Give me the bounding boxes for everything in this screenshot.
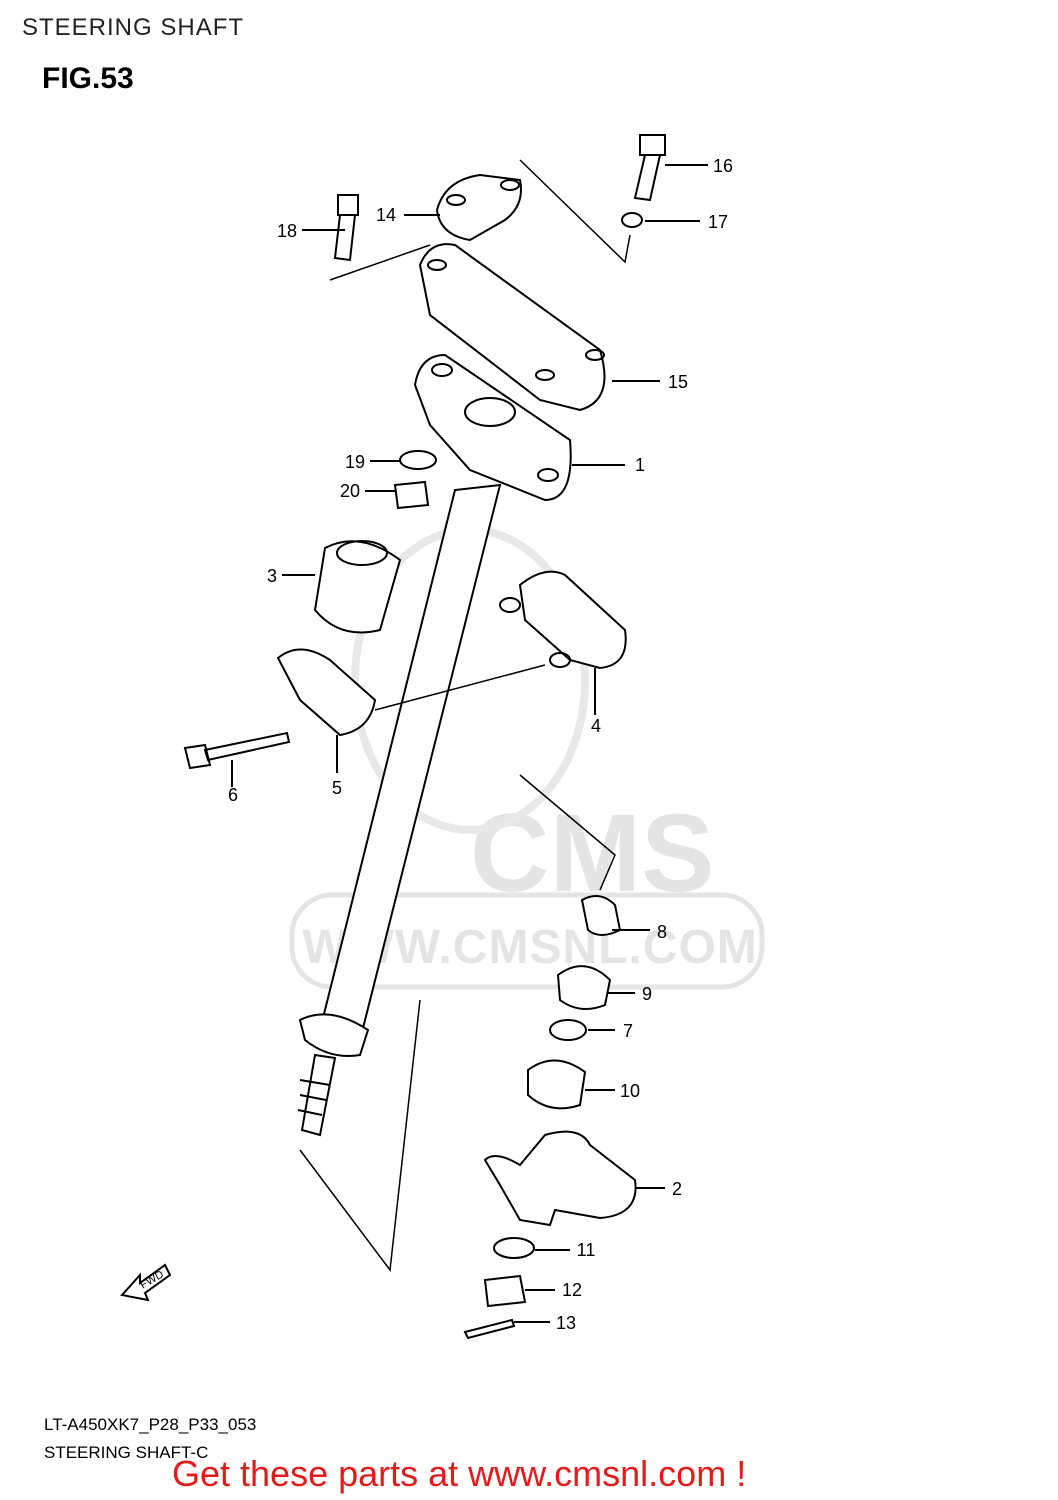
washer-11-part [493,1237,535,1259]
callout-19: 19 [344,452,366,472]
callout-20: 20 [339,481,361,501]
bushing-3-part [313,540,402,634]
fwd-arrow-icon [120,1263,172,1302]
callout-15: 15 [667,372,689,392]
parts-banner-link[interactable]: Get these parts at www.cmsnl.com ! [172,1453,747,1494]
upper-clamp-part [435,173,522,242]
callout-11: 11 [576,1240,596,1260]
cotter-pin-13-part [463,1318,516,1340]
callout-2: 2 [671,1179,683,1199]
callout-10: 10 [619,1081,641,1101]
washer-17-part [621,212,643,228]
page-title: STEERING SHAFT [22,14,245,41]
nut-12-part [483,1274,527,1308]
callout-17: 17 [707,212,729,232]
holder-4-part [518,570,627,670]
nut-20-part [393,480,430,510]
washer-19-part [399,450,437,470]
callout-3: 3 [266,566,278,586]
circlip-7-part [549,1019,587,1041]
callout-12: 12 [561,1280,583,1300]
handlebar-holder-part [418,243,606,412]
callout-14: 14 [375,205,397,225]
callout-8: 8 [656,922,668,942]
callout-6: 6 [227,785,239,805]
arm-2-part [483,1130,637,1227]
callout-5: 5 [331,778,343,798]
diagram-name: STEERING SHAFT-C [44,1443,209,1462]
bearing-9-part [556,965,612,1010]
figure-number: FIG.53 [42,62,134,95]
bolt-6-part [183,731,291,770]
callout-4: 4 [590,716,602,736]
callout-13: 13 [555,1313,577,1333]
bolt-16-part [633,134,666,202]
lower-bracket-part [413,353,572,502]
callout-1: 1 [634,455,646,475]
holder-5-part [276,648,377,737]
callout-7: 7 [622,1021,634,1041]
steering-shaft-part [297,483,502,1137]
model-code: LT-A450XK7_P28_P33_053 [44,1415,257,1434]
seal-10-part [527,1059,587,1110]
callout-18: 18 [276,221,298,241]
callout-16: 16 [712,156,734,176]
callout-9: 9 [641,984,653,1004]
watermark-badge [289,892,765,990]
bolt-18-part [333,194,359,262]
